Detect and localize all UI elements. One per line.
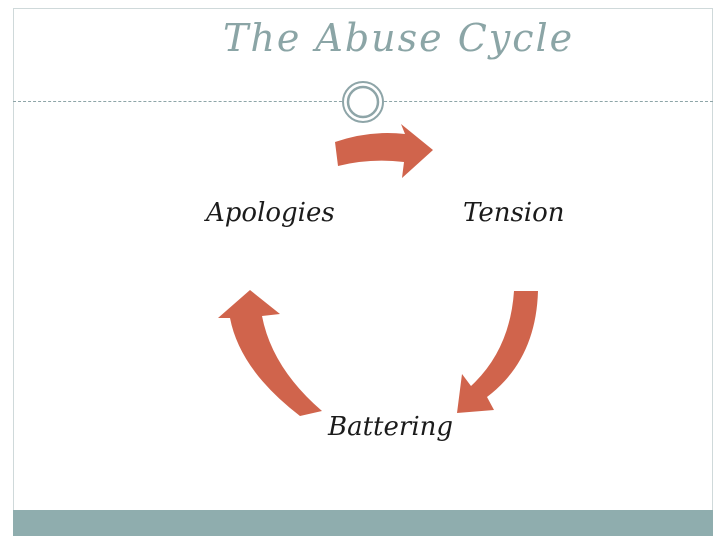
- footer-bar: [13, 510, 713, 536]
- slide-title: The Abuse Cycle: [223, 16, 575, 60]
- node-apologies: Apologies: [206, 198, 335, 228]
- node-battering: Battering: [328, 412, 454, 442]
- arrow-apologies-to-tension: [335, 124, 433, 178]
- circle-ornament-icon: [342, 81, 384, 123]
- node-tension: Tension: [463, 198, 565, 228]
- arrow-battering-to-apologies: [218, 290, 322, 416]
- arrow-tension-to-battering: [457, 291, 538, 413]
